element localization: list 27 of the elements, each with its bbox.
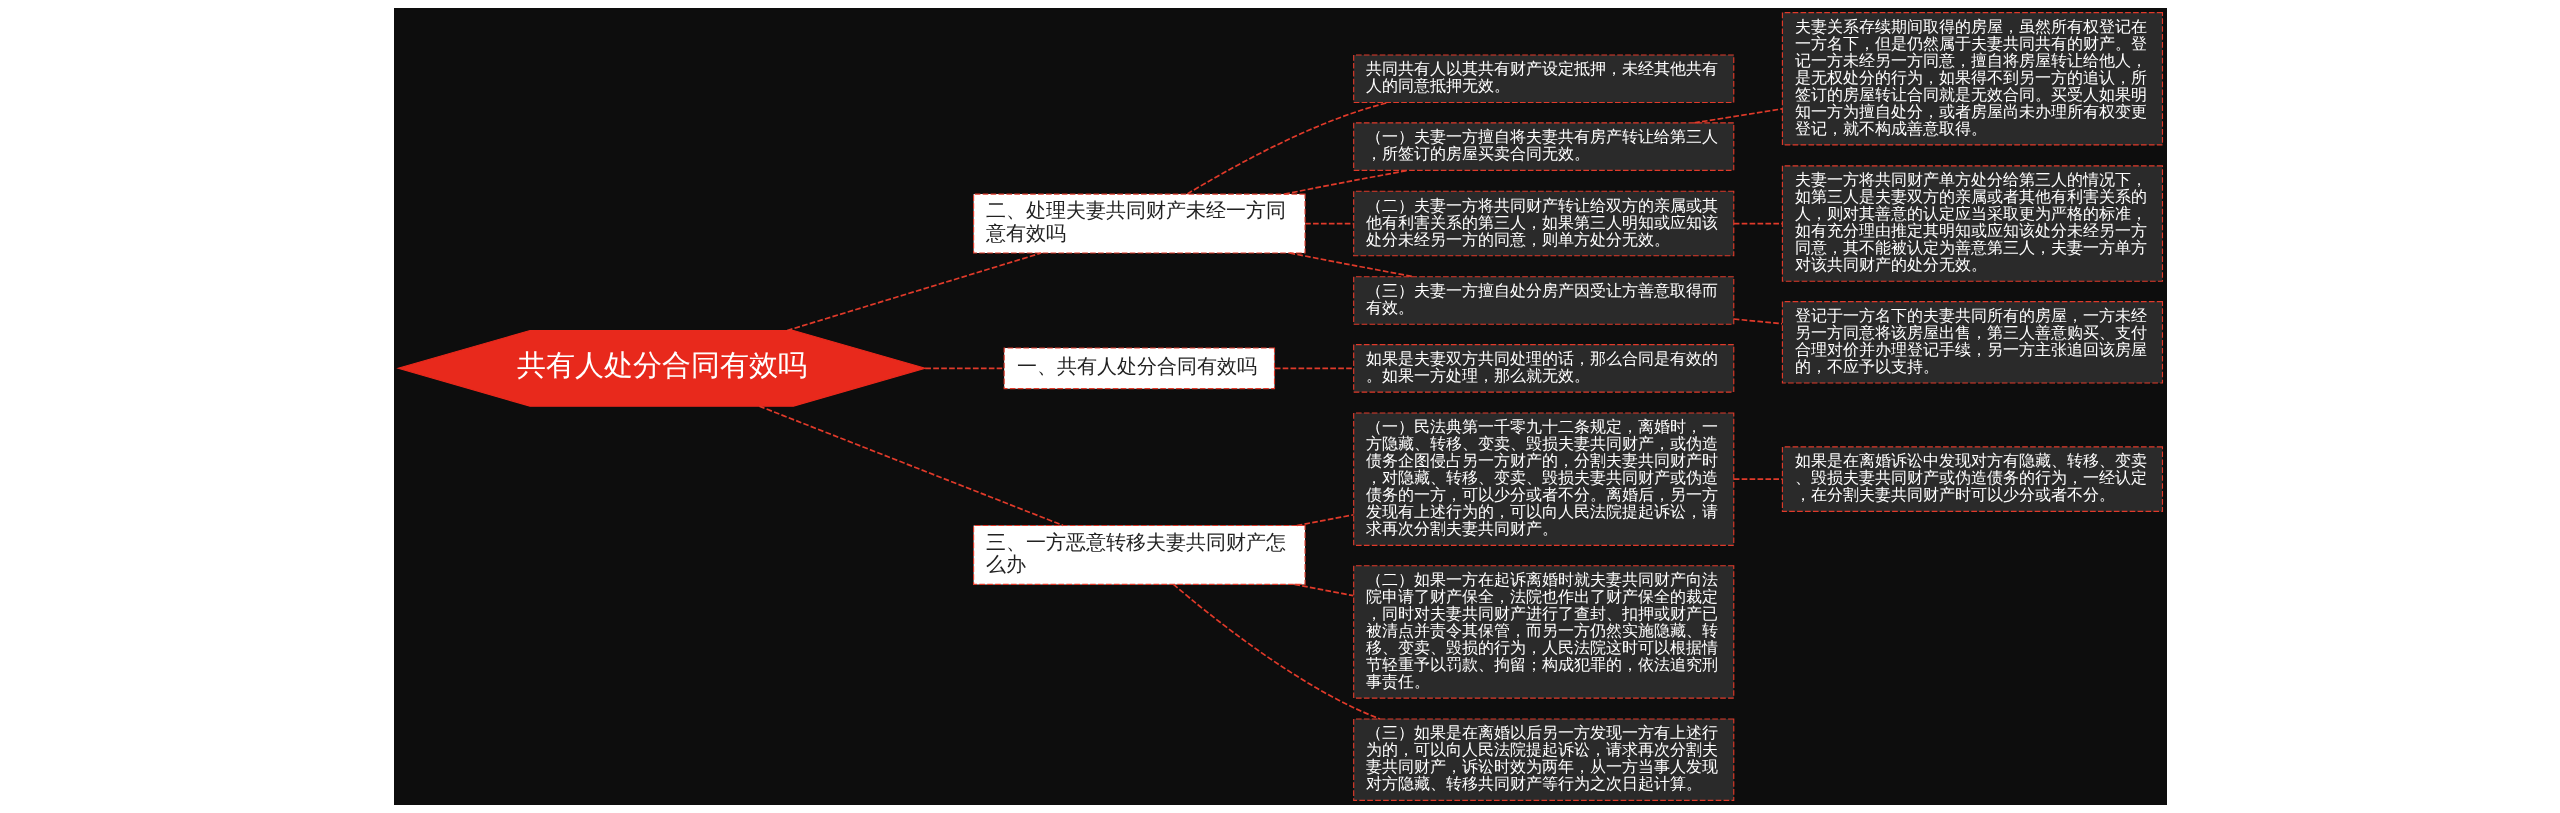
connector xyxy=(1172,583,1381,720)
connector xyxy=(1732,318,1783,325)
connector xyxy=(923,367,1005,370)
node-box: 如果是在离婚诉讼中发现对方有隐藏、转移、变卖、毁损夫妻共同财产或伪造债务的行为，一经认定，在分割夫妻共同财产时可以少分或者不分。 xyxy=(1781,446,2163,512)
node-box: 三、一方恶意转移夫妻共同财产怎么办 xyxy=(972,525,1306,585)
node-box: （二）如果一方在起诉离婚时就夫妻共同财产向法院申请了财产保全，法院也作出了财产保全的裁定，同时对夫妻共同财产进行了查封、扣押或财产已被清点并责令其保管，而另一方仍然实施隐藏、转移、变卖、毁损的行为，人民法院这时可以根据情节轻重予以罚款、拘留；构成犯罪的，依法追究刑事责任。 xyxy=(1352,565,1734,699)
node-box: （一）民法典第一千零九十二条规定，离婚时，一方隐藏、转移、变卖、毁损夫妻共同财产，或伪造债务企图侵占另一方财产的，分割夫妻共同财产时，对隐藏、转移、变卖、毁损夫妻共同财产或伪造债务的一方，可以少分或者不分。离婚后，另一方发现有上述行为的，可以向人民法院提起诉讼，请求再次分割夫妻共同财产。 xyxy=(1352,412,1734,546)
node-box: （三）夫妻一方擅自处分房产因受让方善意取得而有效。 xyxy=(1352,276,1734,325)
connector xyxy=(1185,101,1389,195)
node-box: 夫妻一方将共同财产单方处分给第三人的情况下，如第三人是夫妻双方的亲属或者其他有利害关系的人，则对其善意的认定应当采取更为严格的标准，如有充分理由推定其明知或应知该处分未经另一方同意，其不能被认定为善意第三人，夫妻一方单方对该共同财产的处分无效。 xyxy=(1781,165,2163,282)
connector xyxy=(785,252,1042,332)
node-box: 如果是夫妻双方共同处理的话，那么合同是有效的。如果一方处理，那么就无效。 xyxy=(1352,344,1734,393)
node-box: 登记于一方名下的夫妻共同所有的房屋，一方未经另一方同意将该房屋出售，第三人善意购买、支付合理对价并办理登记手续，另一方主张追回该房屋的，不应予以支持。 xyxy=(1781,301,2163,384)
connector xyxy=(1295,513,1355,527)
node-box: 共同共有人以其共有财产设定抵押，未经其他共有人的同意抵押无效。 xyxy=(1352,54,1734,104)
node-box: 一、共有人处分合同有效吗 xyxy=(1003,347,1275,390)
connector xyxy=(1732,478,1783,481)
node-box: 夫妻关系存续期间取得的房屋，虽然所有权登记在一方名下，但是仍然属于夫妻共同共有的财产。登记一方未经另一方同意，擅自将房屋转让给他人，是无权处分的行为，如果得不到另一方的追认，所签订的房屋转让合同就是无效合同。买受人如果明知一方为擅自处分，或者房屋尚未办理所有权变更登记，就不构成善意取得。 xyxy=(1781,12,2163,146)
connector xyxy=(1293,583,1354,597)
node-box: 二、处理夫妻共同财产未经一方同意有效吗 xyxy=(972,193,1306,254)
node-box: （三）如果是在离婚以后另一方发现一方有上述行为的，可以向人民法院提起诉讼，请求再次分割夫妻共同财产，诉讼时效为两年，从一方当事人发现对方隐藏、转移共同财产等行为之次日起计算。 xyxy=(1352,718,1734,801)
node-box: （一）夫妻一方擅自将夫妻共有房产转让给第三人，所签订的房屋买卖合同无效。 xyxy=(1352,122,1734,171)
connector xyxy=(1732,222,1783,225)
connector xyxy=(758,405,1064,527)
node-box: （二）夫妻一方将共同财产转让给双方的亲属或其他有利害关系的第三人，如果第三人明知或应知该处分未经另一方的同意，则单方处分无效。 xyxy=(1352,190,1734,257)
connector xyxy=(1303,222,1354,225)
connector xyxy=(1273,367,1354,370)
